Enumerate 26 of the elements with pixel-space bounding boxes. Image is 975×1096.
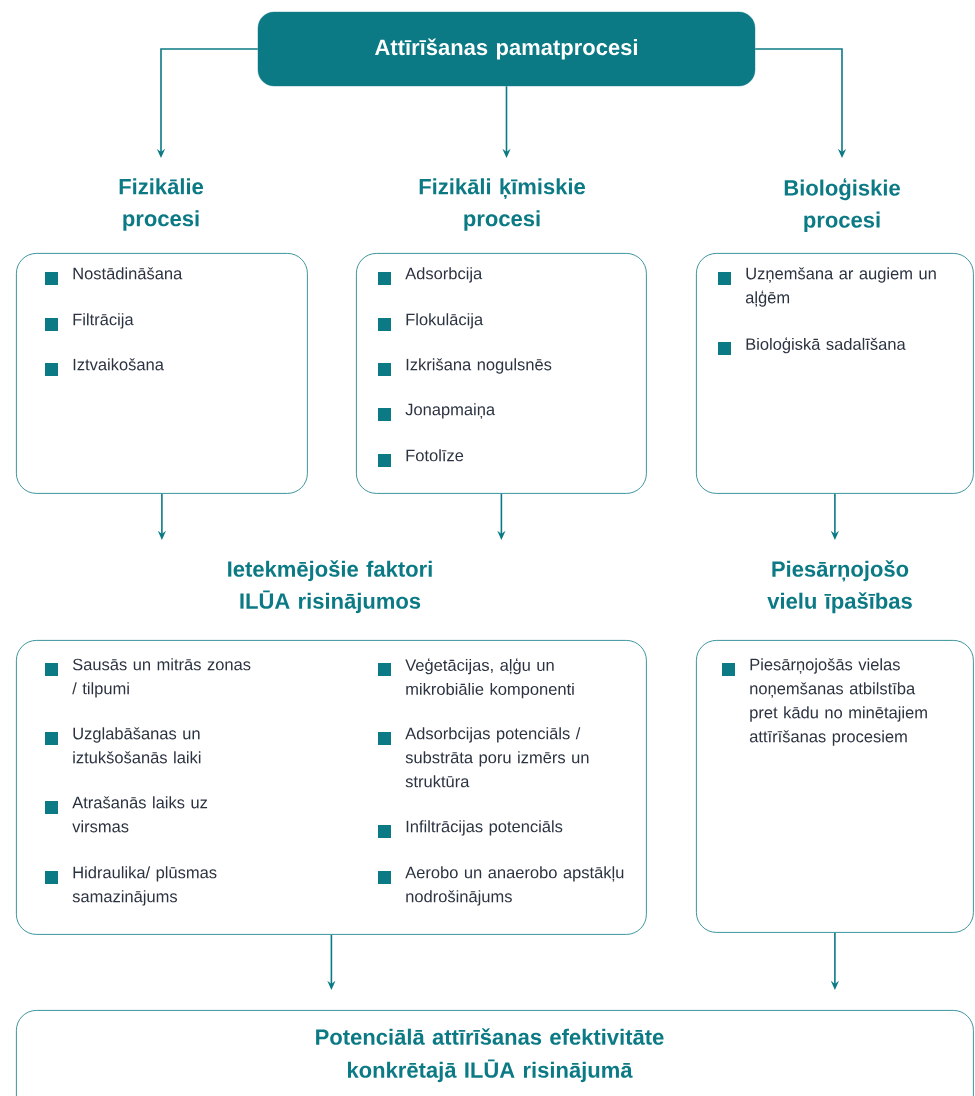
list-item: Aerobo un anaerobo apstākļu nodrošinājums [378, 866, 624, 906]
list-item: Uzņemšana ar augiem un aļģēm [718, 267, 936, 307]
list-item: Iztvaikošana [45, 358, 164, 376]
list-item: Piesārņojošās vielas noņemšanas atbilstība pret kādu no minētajiem attīrīšanas procesiem [722, 658, 927, 746]
list-item: Atrašanās laiks uz virsmas [45, 796, 208, 833]
list-item: Uzglabāšanas un iztukšošanās laiki [45, 727, 201, 764]
result-box: Potenciālā attīrīšanas efektivitāte konkrētajā ILŪA risinājumā [16, 1010, 974, 1096]
list-item: Bioloģiskā sadalīšana [718, 337, 906, 355]
heading: Piesārņojošo vielu īpašības [767, 560, 912, 614]
list-item: Hidraulika/ plūsmas samazinājums [45, 866, 217, 906]
list-item: Izkrišana nogulsnēs [378, 358, 552, 376]
list-item: Nostādināšana [45, 267, 183, 285]
list-item: Sausās un mitrās zonas / tilpumi [45, 658, 251, 698]
heading: Ietekmējošie faktori ILŪA risinājumos [228, 560, 432, 614]
list-item: Adsorbcija [378, 267, 483, 285]
heading: Fizikāli ķīmiskie procesi [419, 178, 585, 231]
list-item: Adsorbcijas potenciāls / substrāta poru izmērs un struktūra [378, 727, 589, 788]
heading: Bioloģiskie procesi [784, 178, 900, 233]
list-item: Fotolīze [378, 449, 464, 467]
heading: Fizikālie procesi [119, 178, 204, 231]
list-item: Filtrācija [45, 313, 134, 331]
title-box: Attīrīšanas pamatprocesi [257, 11, 756, 87]
list-item: Infiltrācijas potenciāls [378, 820, 563, 838]
list-item: Jonapmaiņa [378, 403, 496, 421]
list-item: Flokulācija [378, 313, 484, 331]
list-item: Veģetācijas, aļģu un mikrobiālie komponenti [378, 658, 574, 699]
